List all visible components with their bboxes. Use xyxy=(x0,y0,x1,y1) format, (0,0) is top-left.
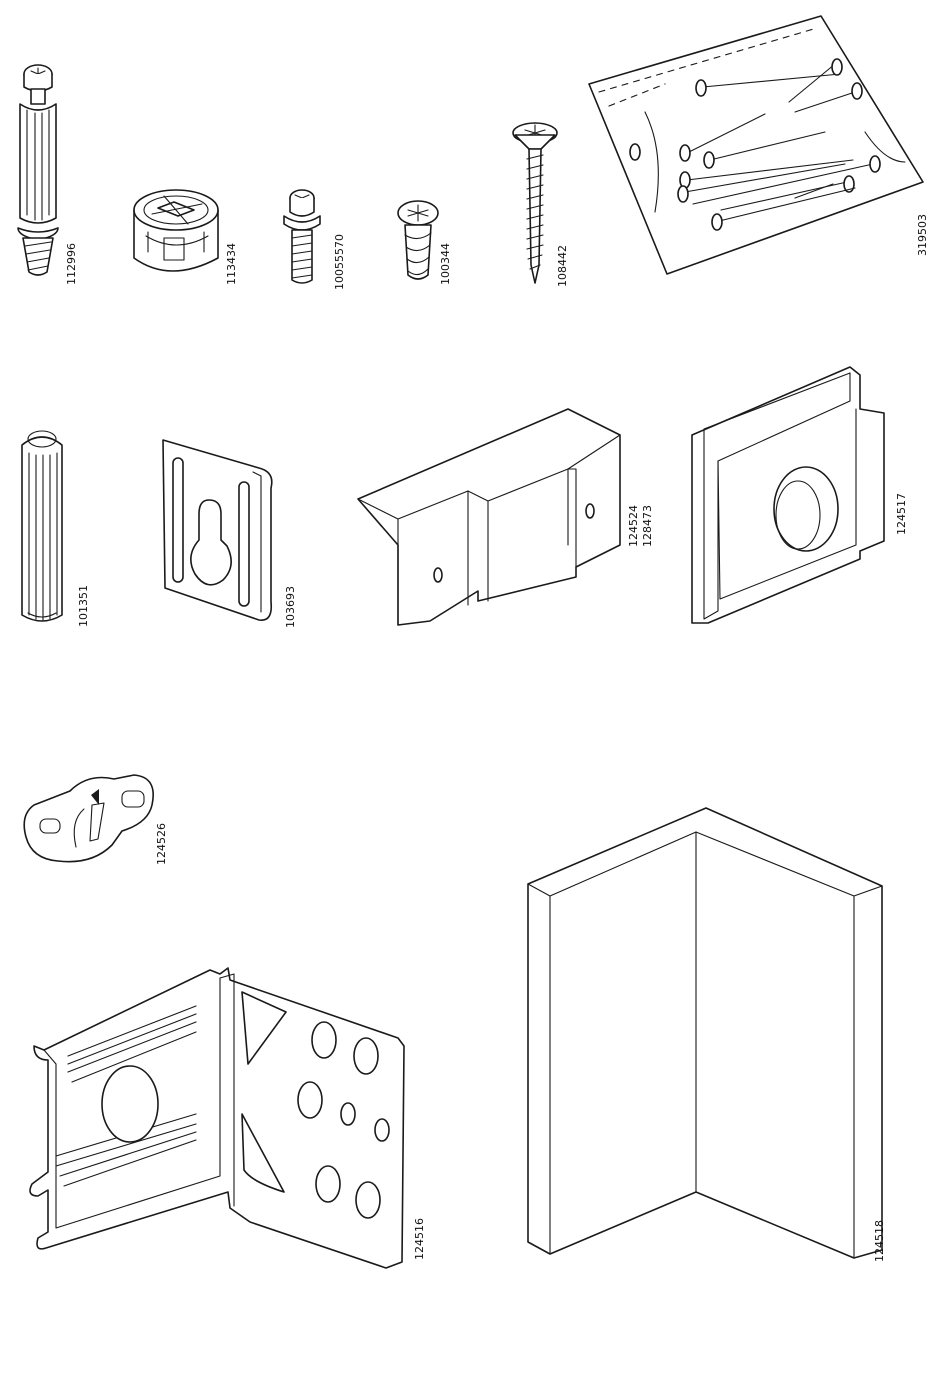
part-number-113434: 113434 xyxy=(226,243,238,285)
part-number-103693: 103693 xyxy=(285,586,297,628)
corner-bracket-icon xyxy=(20,960,440,1270)
part-103693: 103693 xyxy=(155,432,305,630)
part-10055570: 10055570 xyxy=(280,180,350,295)
part-113434: 113434 xyxy=(122,180,242,290)
part-124524-128473: 124524 128473 xyxy=(350,405,670,633)
nail-bag-icon xyxy=(585,12,940,280)
corner-profile-icon xyxy=(520,800,915,1270)
keyhole-plate-icon xyxy=(155,432,305,630)
part-124518: 124518 xyxy=(520,800,915,1270)
part-124526: 124526 xyxy=(18,765,178,870)
holed-plate-icon xyxy=(690,365,915,630)
cam-lock-icon xyxy=(122,180,242,290)
part-number-124518: 124518 xyxy=(874,1220,886,1262)
part-number-124526: 124526 xyxy=(156,823,168,865)
part-100344: 100344 xyxy=(390,195,460,290)
key-tool-icon xyxy=(18,765,178,870)
part-number-128473: 128473 xyxy=(642,505,654,547)
part-108442: 108442 xyxy=(505,115,580,290)
part-number-124516: 124516 xyxy=(414,1218,426,1260)
part-number-100344: 100344 xyxy=(440,243,452,285)
part-number-124517: 124517 xyxy=(896,493,908,535)
part-112996: 112996 xyxy=(10,60,90,290)
part-319503: 319503 xyxy=(585,12,940,280)
part-number-124524: 124524 xyxy=(628,505,640,547)
part-number-10055570: 10055570 xyxy=(334,234,346,290)
l-bracket-icon xyxy=(350,405,670,633)
part-number-108442: 108442 xyxy=(557,245,569,287)
part-124517: 124517 xyxy=(690,365,915,630)
part-number-112996: 112996 xyxy=(66,243,78,285)
part-number-319503: 319503 xyxy=(917,214,929,256)
cam-bolt-icon xyxy=(10,60,90,290)
part-number-101351: 101351 xyxy=(78,585,90,627)
part-101351: 101351 xyxy=(12,425,102,630)
part-124516: 124516 xyxy=(20,960,440,1270)
